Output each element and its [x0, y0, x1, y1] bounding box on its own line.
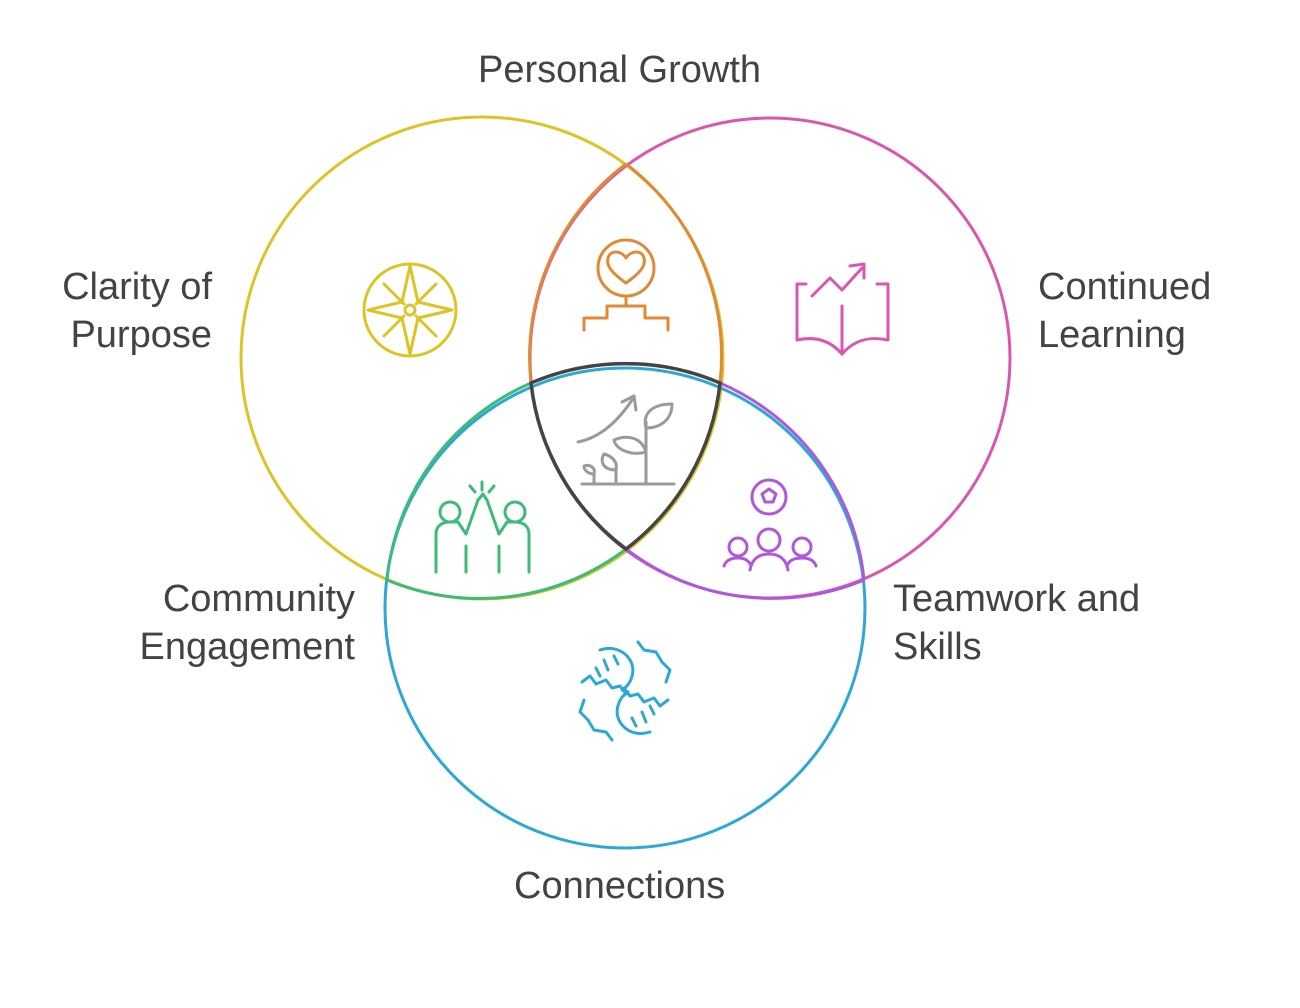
book-growth-icon: [795, 262, 890, 356]
label-continued-learning: Continued Learning: [1038, 263, 1211, 359]
label-community-line2: Engagement: [139, 626, 356, 668]
label-teamwork-line1: Teamwork and: [893, 578, 1141, 620]
circle-continued-learning: [528, 116, 1012, 600]
label-teamwork-line2: Skills: [893, 626, 982, 668]
high-five-icon: [434, 480, 531, 574]
growing-plant-icon: [576, 394, 676, 486]
label-community-line1: Community: [162, 578, 355, 620]
team-ball-icon: [722, 478, 818, 572]
label-personal-growth-text: Personal Growth: [478, 49, 762, 91]
label-personal-growth: Personal Growth: [478, 46, 778, 94]
label-teamwork-and-skills: Teamwork and Skills: [893, 575, 1140, 671]
label-clarity-line1: Clarity of: [62, 266, 212, 308]
circle-connections: [383, 366, 867, 850]
label-community-engagement: Community Engagement: [140, 575, 356, 671]
lens-teamwork-and-skills: [625, 381, 866, 600]
label-connections: Connections: [514, 862, 725, 910]
lens-personal-growth: [528, 162, 724, 384]
fist-bump-icon: [578, 640, 672, 742]
label-clarity-of-purpose: Clarity of Purpose: [62, 263, 212, 359]
compass-star-icon: [362, 262, 458, 358]
lens-community-engagement: [385, 381, 627, 600]
heart-podium-icon: [582, 238, 670, 332]
label-learning-line2: Learning: [1038, 314, 1186, 356]
label-connections-text: Connections: [514, 865, 726, 907]
label-learning-line1: Continued: [1038, 266, 1212, 308]
label-clarity-line2: Purpose: [70, 314, 212, 356]
center-region-outline: [529, 361, 722, 552]
